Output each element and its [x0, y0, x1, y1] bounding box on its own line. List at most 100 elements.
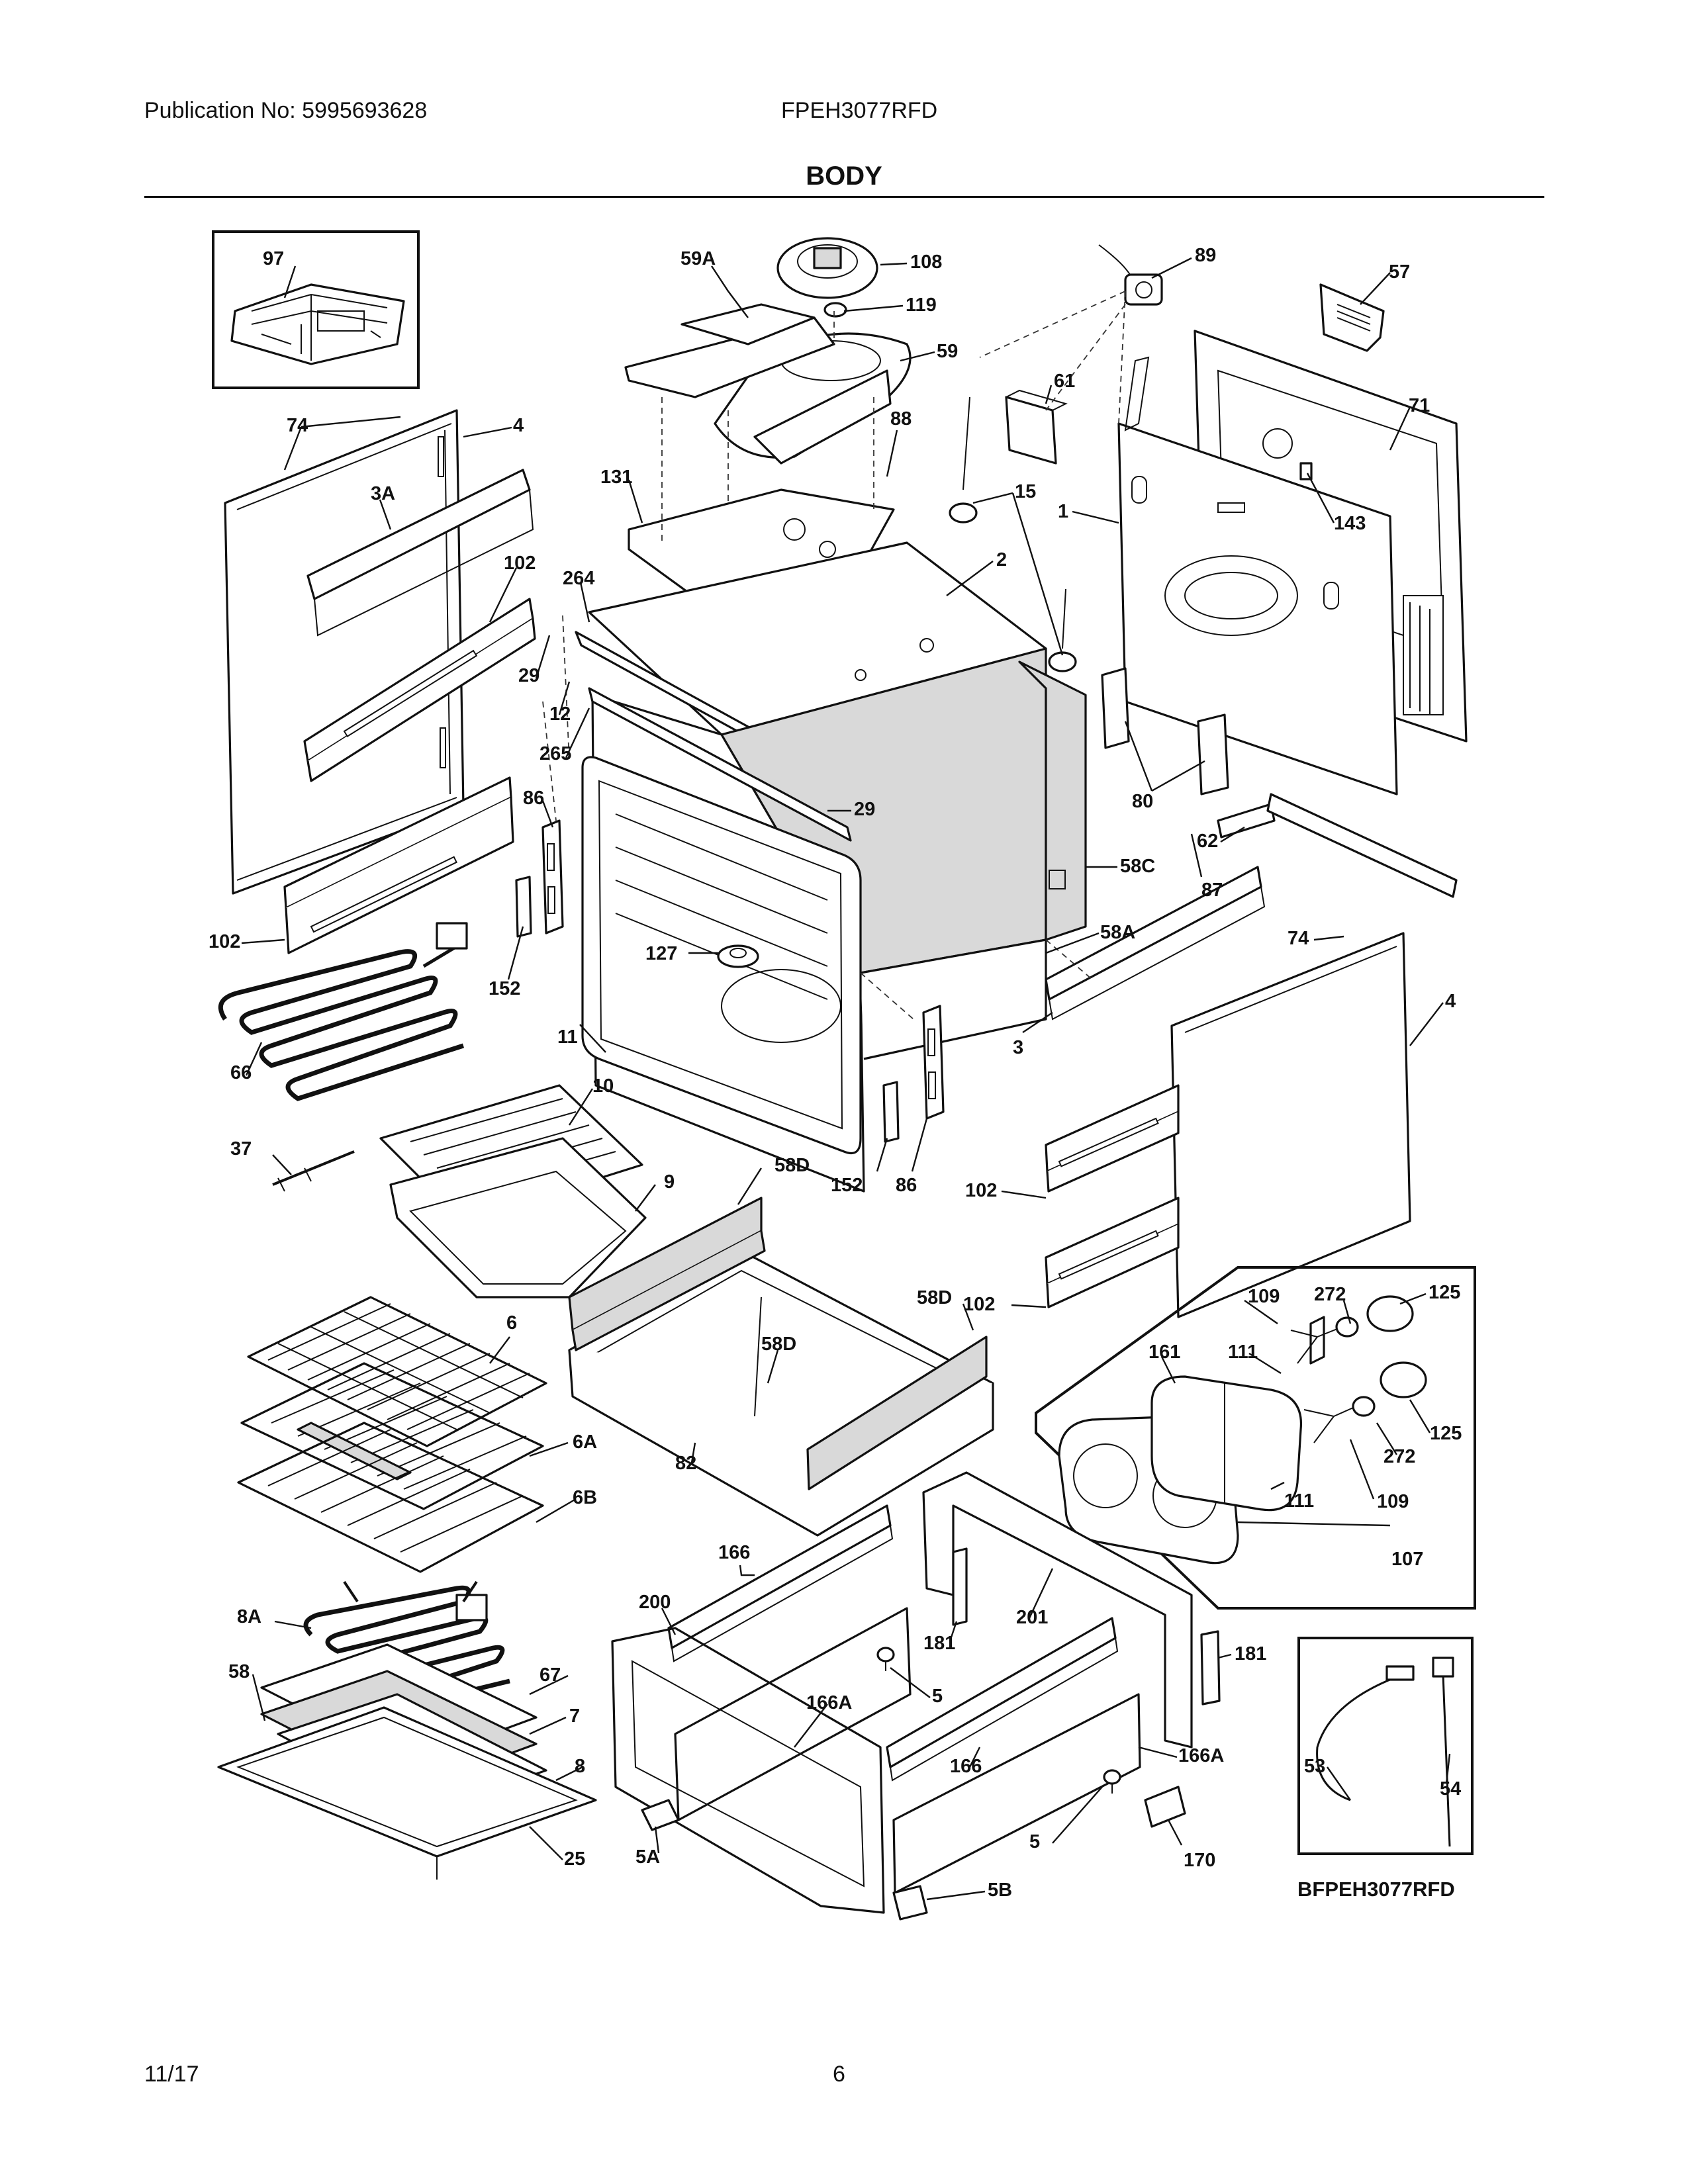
- part-probe-jack-54: [1432, 1657, 1454, 1847]
- part-oven-rack-6a: [240, 1362, 544, 1510]
- part-brace-166a-upper: [674, 1607, 912, 1821]
- part-convection-cover-127: [717, 944, 759, 968]
- callout-74: 74: [1288, 928, 1309, 949]
- callout-59: 59: [937, 341, 958, 362]
- part-control-board: [230, 283, 405, 365]
- part-slide-102-right-upper: [1045, 1084, 1180, 1193]
- callout-102: 102: [963, 1294, 995, 1315]
- part-hinge-bracket-right: [882, 1081, 900, 1143]
- part-insulation-58d-side: [806, 1336, 988, 1490]
- part-bottom-tray-25: [217, 1706, 597, 1880]
- callout-53: 53: [1304, 1756, 1325, 1777]
- part-blower-motor: [776, 237, 878, 299]
- callout-8a: 8A: [237, 1606, 261, 1627]
- callout-131: 131: [600, 467, 632, 488]
- callout-200: 200: [639, 1592, 671, 1613]
- callout-127: 127: [645, 943, 677, 964]
- part-duct-channel: [753, 369, 892, 465]
- callout-166a: 166A: [806, 1692, 852, 1713]
- part-leveling-leg-lower: [1103, 1769, 1121, 1794]
- callout-102: 102: [504, 553, 536, 574]
- part-bake-element-67: [303, 1580, 510, 1713]
- part-rail-3: [1045, 866, 1266, 1021]
- callout-111: 111: [1284, 1490, 1314, 1512]
- part-front-frame-200: [611, 1627, 885, 1914]
- callout-6b: 6B: [573, 1487, 597, 1508]
- callout-1: 1: [1058, 501, 1068, 522]
- callout-4: 4: [513, 415, 524, 436]
- part-fan-motor-lower: [1380, 1361, 1427, 1398]
- callout-2: 2: [996, 549, 1007, 570]
- part-temperature-sensor-upper: [949, 396, 978, 523]
- callout-87: 87: [1201, 880, 1223, 901]
- part-right-side-panel: [1170, 932, 1411, 1318]
- callout-107: 107: [1391, 1549, 1423, 1570]
- callout-82: 82: [675, 1453, 696, 1474]
- callout-152: 152: [489, 978, 520, 999]
- callout-57: 57: [1389, 261, 1410, 283]
- part-brace-166a-lower: [892, 1693, 1141, 1894]
- callout-59a: 59A: [680, 248, 716, 269]
- callout-143: 143: [1334, 513, 1366, 534]
- callout-15: 15: [1015, 481, 1036, 502]
- part-rail-3a: [306, 469, 534, 637]
- callout-102: 102: [209, 931, 240, 952]
- callout-5: 5: [932, 1686, 943, 1707]
- dashed-alignment-lines: [542, 291, 1126, 1020]
- callout-264: 264: [563, 568, 594, 589]
- callout-58a: 58A: [1100, 922, 1135, 943]
- inset-box-control-board: [212, 230, 420, 389]
- part-hinge-bracket-left: [515, 876, 532, 938]
- callout-6a: 6A: [573, 1432, 597, 1453]
- callout-71: 71: [1409, 395, 1430, 416]
- callout-272: 272: [1383, 1446, 1415, 1467]
- callout-3: 3: [1013, 1037, 1023, 1058]
- part-temperature-sensor-lower: [1048, 588, 1077, 672]
- part-hinge-receiver-left: [541, 819, 564, 934]
- model-number: FPEH3077RFD: [781, 98, 938, 123]
- footer-page-number: 6: [833, 2062, 845, 2087]
- callout-5a: 5A: [635, 1846, 660, 1868]
- callout-4: 4: [1445, 991, 1456, 1012]
- part-blower-hub: [823, 302, 847, 318]
- part-blower-duct-59a: [624, 303, 835, 398]
- callout-67: 67: [539, 1664, 561, 1686]
- part-broil-element-66: [218, 922, 468, 1101]
- callout-62: 62: [1197, 831, 1218, 852]
- diagram-reference-code: BFPEH3077RFD: [1297, 1878, 1455, 1901]
- part-spacer-upper: [1335, 1316, 1359, 1338]
- part-rear-frame-201: [922, 1471, 1193, 1749]
- callout-201: 201: [1016, 1607, 1048, 1628]
- callout-88: 88: [890, 408, 912, 430]
- part-bracket-181-left: [952, 1547, 968, 1626]
- callout-37: 37: [230, 1138, 252, 1160]
- part-oven-rack-6b: [237, 1422, 544, 1573]
- part-leg-5a: [641, 1799, 680, 1831]
- part-insulation-58c: [1018, 660, 1087, 941]
- callout-152: 152: [831, 1175, 863, 1196]
- callout-29: 29: [518, 665, 539, 686]
- callout-86: 86: [896, 1175, 917, 1196]
- callout-58: 58: [228, 1661, 250, 1682]
- callout-272: 272: [1314, 1284, 1346, 1305]
- callout-58d: 58D: [917, 1287, 952, 1308]
- part-fan-baffle-161: [1150, 1375, 1303, 1512]
- callout-119: 119: [906, 295, 937, 316]
- callout-125: 125: [1430, 1423, 1462, 1444]
- callout-6: 6: [506, 1312, 517, 1334]
- callout-166a: 166A: [1178, 1745, 1224, 1766]
- callout-29: 29: [854, 799, 875, 820]
- part-bracket-61: [1005, 389, 1068, 465]
- callout-109: 109: [1248, 1286, 1280, 1307]
- part-probe-wire-53: [1316, 1665, 1415, 1801]
- publication-number: Publication No: 5995693628: [144, 98, 428, 123]
- part-vent-cover-57: [1319, 283, 1385, 352]
- part-slide-102-lower-left: [283, 776, 514, 954]
- part-meat-probe-37: [272, 1150, 355, 1192]
- callout-89: 89: [1195, 245, 1216, 266]
- callout-170: 170: [1184, 1850, 1215, 1871]
- part-slide-102-right-lower: [1045, 1197, 1180, 1308]
- callout-58d: 58D: [774, 1155, 810, 1176]
- part-insulation-58d-bottom: [754, 1297, 762, 1417]
